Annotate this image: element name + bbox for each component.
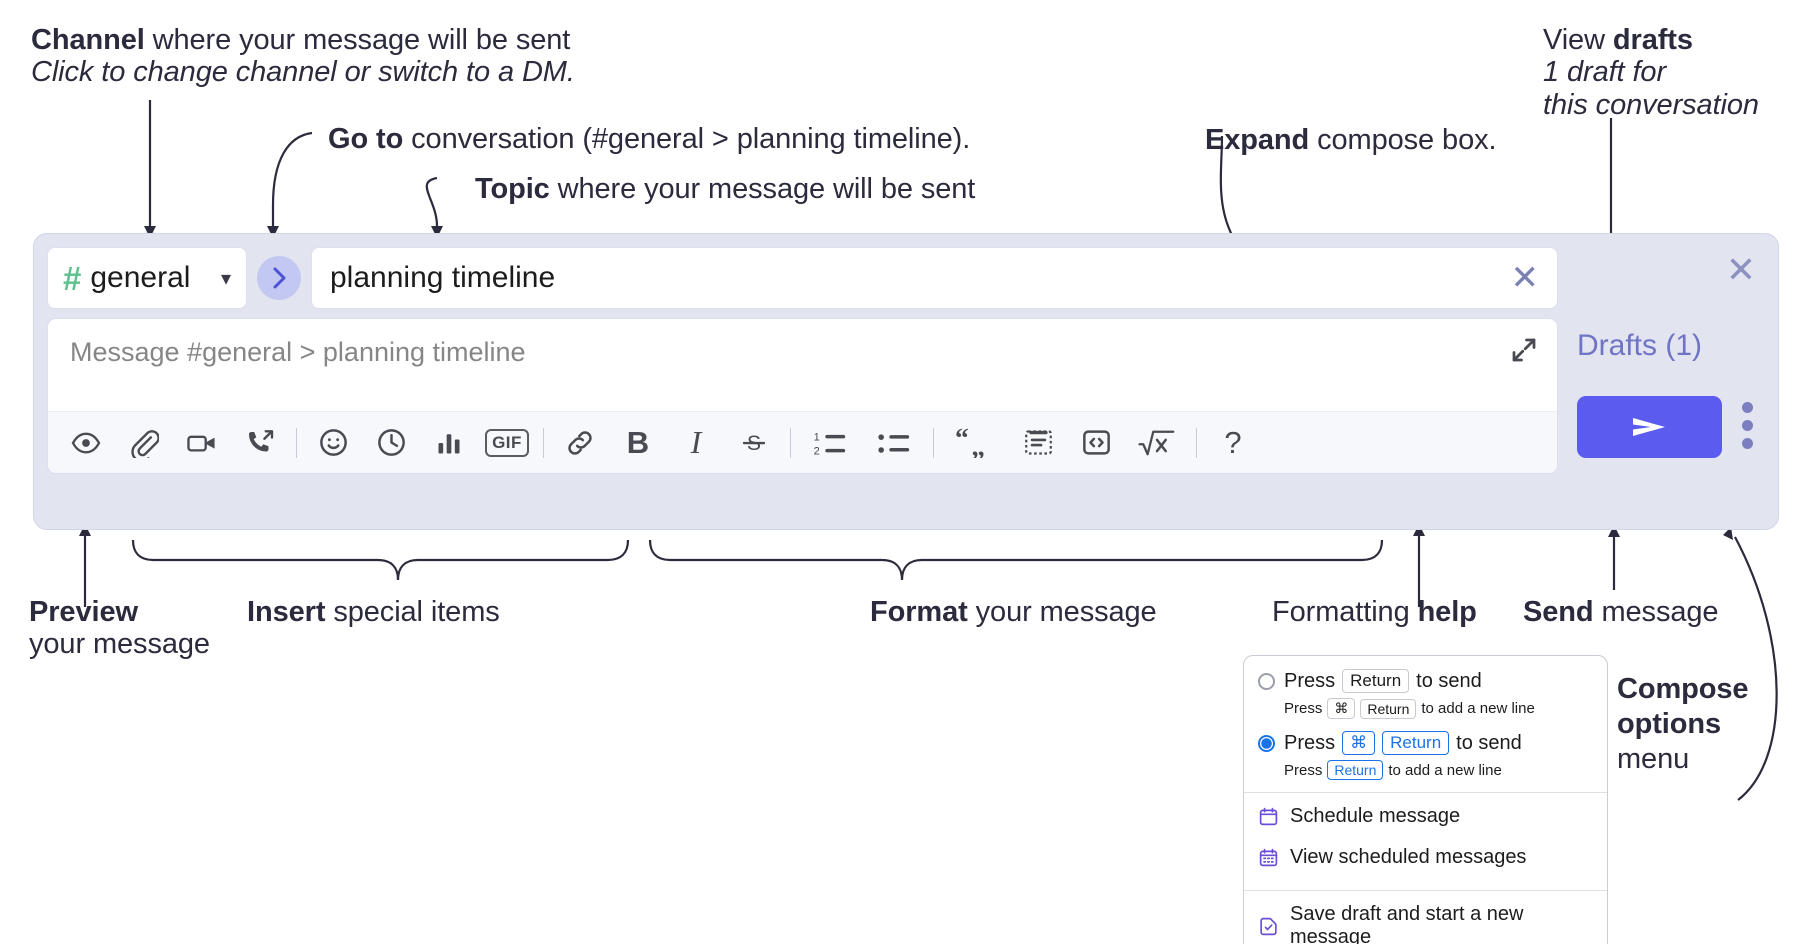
close-icon[interactable]: ✕ (1510, 259, 1540, 297)
save-draft-icon (1260, 917, 1277, 935)
message-input[interactable]: Message #general > planning timeline (48, 319, 1557, 411)
channel-selector[interactable]: # general ▾ (47, 247, 247, 309)
italic-icon[interactable]: I (690, 424, 702, 460)
goto-conversation-button[interactable] (257, 256, 301, 300)
menu-item-label: View scheduled messages (1290, 846, 1527, 868)
key-return: Return (1342, 669, 1410, 693)
radio-unselected[interactable] (1258, 672, 1275, 690)
key-return: Return (1360, 698, 1417, 719)
annotation-format: Format your message (870, 596, 1157, 628)
menu-item-view-scheduled-messages[interactable]: View scheduled messages (1244, 837, 1607, 878)
bulleted-list-icon[interactable] (871, 423, 917, 463)
math-icon[interactable] (1134, 423, 1180, 463)
link-icon[interactable] (560, 423, 600, 463)
key-command: ⌘ (1342, 731, 1376, 755)
topic-field[interactable]: planning timeline ✕ (311, 247, 1558, 309)
annotation-send: Send message (1523, 596, 1719, 628)
chevron-down-icon: ▾ (220, 267, 231, 290)
svg-text:“: “ (955, 428, 969, 453)
blockquote-icon[interactable]: “ „ (950, 423, 1000, 463)
emoji-icon[interactable] (313, 423, 353, 463)
divider (1244, 792, 1607, 793)
compose-header-row: # general ▾ planning timeline ✕ (47, 247, 1558, 309)
inline-code-icon[interactable] (1076, 423, 1116, 463)
more-options-icon[interactable] (1742, 402, 1753, 449)
preview-icon[interactable] (66, 423, 106, 463)
annotation-insert: Insert special items (247, 596, 500, 628)
send-option-cmd-return[interactable]: Press ⌘ Return to send (1244, 731, 1607, 755)
message-editor: Message #general > planning timeline (47, 318, 1558, 474)
formatting-toolbar: GIF B I (48, 411, 1557, 473)
send-paper-plane-icon (1632, 418, 1665, 436)
expand-icon[interactable] (1509, 335, 1539, 370)
poll-bar-chart-icon[interactable] (429, 423, 469, 463)
hash-icon: # (63, 259, 82, 297)
menu-item-save-draft[interactable]: Save draft and start a new message (1244, 891, 1607, 944)
svg-text:„: „ (971, 430, 985, 458)
annotation-goto: Go to conversation (#general > planning … (328, 123, 971, 155)
strikethrough-icon[interactable]: S (734, 423, 774, 463)
annotation-formatting-help: Formatting help (1272, 596, 1477, 628)
attachment-icon[interactable] (124, 423, 164, 463)
schedule-clock-icon[interactable] (371, 423, 411, 463)
annotation-expand: Expand compose box. (1205, 124, 1497, 156)
menu-item-label: Schedule message (1290, 805, 1461, 827)
send-option-cmd-return-label: Press ⌘ Return to send (1284, 731, 1522, 755)
send-option-return[interactable]: Press Return to send (1244, 669, 1607, 693)
send-button[interactable] (1577, 396, 1722, 458)
key-command: ⌘ (1327, 698, 1356, 719)
radio-selected[interactable] (1258, 734, 1275, 752)
topic-value: planning timeline (330, 261, 556, 294)
help-icon[interactable]: ? (1224, 424, 1242, 460)
message-placeholder: Message #general > planning timeline (70, 337, 526, 367)
code-block-icon[interactable] (1018, 423, 1058, 463)
drafts-link[interactable]: Drafts (1) (1577, 329, 1703, 362)
close-icon[interactable]: ✕ (1725, 249, 1756, 290)
bold-icon[interactable]: B (626, 424, 650, 460)
calendar-clock-icon (1259, 807, 1278, 826)
annotation-topic: Topic where your message will be sent (475, 173, 976, 205)
key-return: Return (1327, 760, 1384, 780)
send-option-cmd-return-sub: Press Return to add a new line (1284, 760, 1502, 780)
svg-text:1: 1 (814, 431, 820, 443)
send-option-return-label: Press Return to send (1284, 669, 1482, 693)
annotation-preview: Preview your message (29, 596, 210, 661)
key-return: Return (1382, 731, 1450, 755)
svg-text:2: 2 (814, 445, 820, 456)
channel-name: general (90, 261, 191, 294)
annotation-drafts: View drafts 1 draft for this conversatio… (1543, 24, 1759, 121)
audio-clip-icon[interactable] (240, 423, 280, 463)
menu-item-label: Save draft and start a new message (1290, 903, 1524, 944)
ordered-list-icon[interactable]: 1 2 (807, 423, 853, 463)
compose-panel: ✕ # general ▾ planning timeline ✕ (33, 233, 1779, 530)
divider (1244, 890, 1607, 891)
annotation-compose-options: Compose options menu (1617, 673, 1749, 775)
gif-icon[interactable]: GIF (485, 423, 529, 463)
send-option-return-sub: Press ⌘ Return to add a new line (1284, 698, 1535, 719)
menu-item-schedule-message[interactable]: Schedule message (1244, 793, 1607, 837)
video-icon[interactable] (182, 423, 222, 463)
compose-options-menu: Press Return to send Press ⌘ Return to a… (1243, 655, 1608, 944)
compose-inner: # general ▾ planning timeline ✕ Messa (47, 247, 1558, 474)
chevron-right-icon (273, 267, 285, 289)
calendar-grid-icon (1259, 848, 1278, 867)
annotation-channel: Channel where your message will be sent … (31, 24, 575, 89)
